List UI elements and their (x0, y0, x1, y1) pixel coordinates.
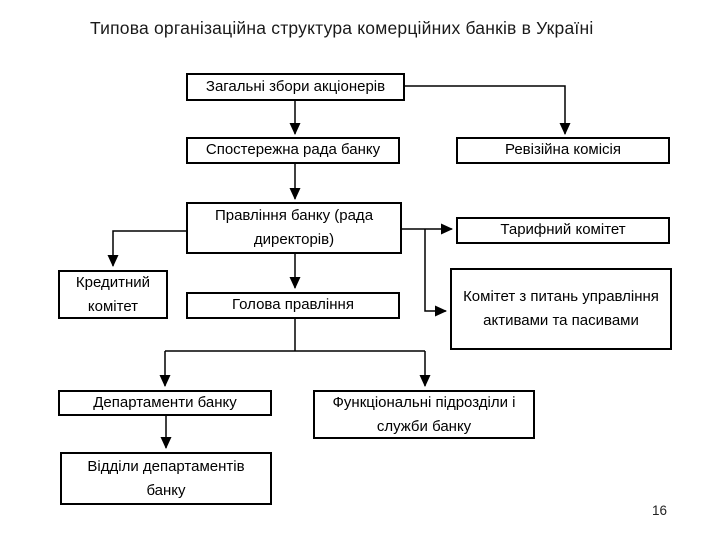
node-audit-commission: Ревізійна комісія (456, 137, 670, 164)
edge-management-to-alm (424, 229, 447, 317)
node-functional-units: Функціональні підрозділи і служби банку (313, 390, 535, 439)
node-tariff-committee: Тарифний комітет (456, 217, 670, 244)
node-supervisory-board: Спостережна рада банку (186, 137, 400, 164)
node-general-meeting: Загальні збори акціонерів (186, 73, 405, 101)
slide-title: Типова організаційна структура комерційн… (90, 18, 594, 38)
edge-management-to-credit (107, 230, 186, 267)
node-bank-departments: Департаменти банку (58, 390, 272, 416)
page-number: 16 (652, 503, 668, 518)
node-board-chairman: Голова правління (186, 292, 400, 319)
node-department-divisions: Відділи департаментів банку (60, 452, 272, 505)
node-credit-committee: Кредитний комітет (58, 270, 168, 319)
node-alm-committee: Комітет з питань управління активами та … (450, 268, 672, 350)
edge-general-to-audit (405, 85, 571, 135)
node-management-board: Правління банку (рада директорів) (186, 202, 402, 254)
